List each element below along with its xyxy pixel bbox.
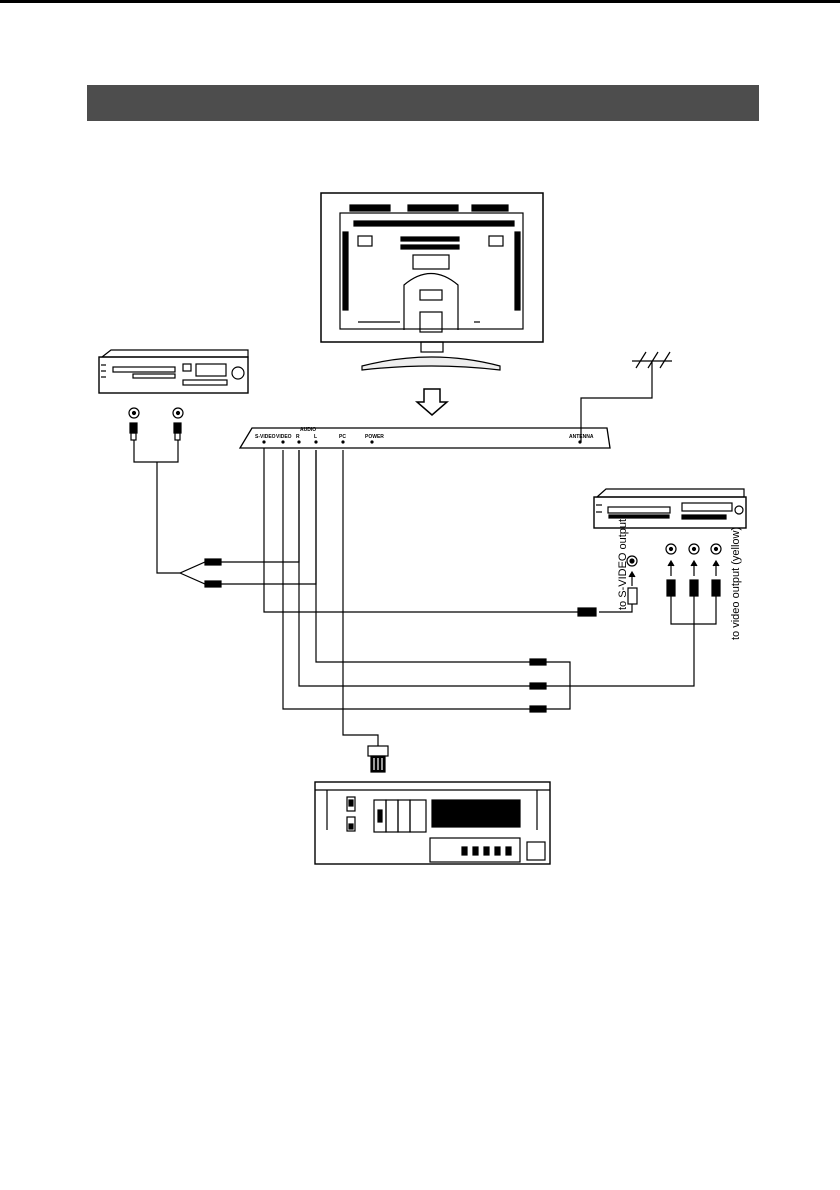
port-label-antenna: ANTENNA	[569, 434, 594, 440]
port-label-power: POWER	[365, 434, 384, 440]
port-label-audio: AUDIO	[300, 427, 316, 433]
port-label-audio-l: L	[314, 434, 317, 440]
dvd-player	[98, 349, 249, 394]
tv-rear-view	[320, 192, 544, 371]
port-label-svideo: S-VIDEO	[255, 434, 276, 440]
port-label-pc: PC	[339, 434, 346, 440]
pc-computer	[314, 781, 551, 865]
port-label-audio-r: R	[296, 434, 300, 440]
section-header-bar	[87, 85, 759, 121]
arrow-down-icon	[414, 388, 450, 416]
note-video-output: to video output (yellow)	[730, 527, 742, 640]
port-label-video: VIDEO	[276, 434, 292, 440]
vga-plug-icon	[367, 745, 389, 773]
vcr	[593, 488, 747, 529]
antenna-icon	[580, 351, 672, 442]
rca-plug-pair-dvd	[129, 422, 182, 441]
note-svideo-output: to S-VIDEO output	[617, 519, 629, 610]
top-rule	[0, 0, 840, 3]
tv-connector-panel	[238, 427, 611, 449]
